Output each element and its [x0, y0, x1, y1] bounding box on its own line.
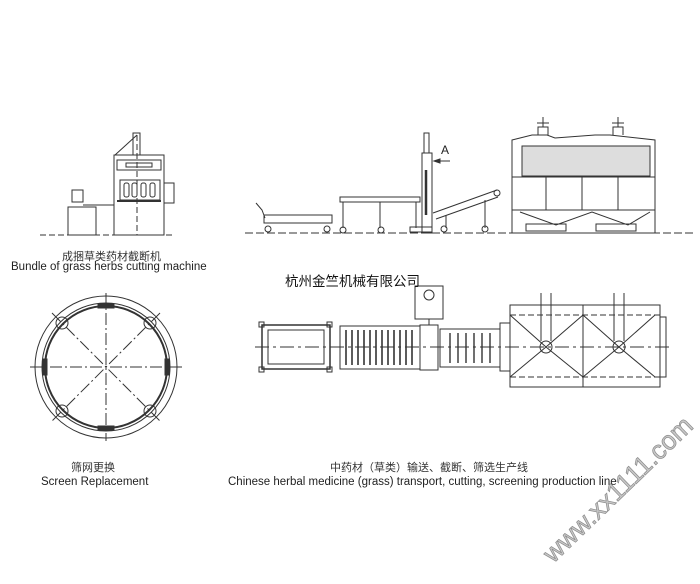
- production-line-elevation-drawing: [245, 117, 695, 234]
- bundle-cutting-machine-drawing: [40, 132, 175, 236]
- screen-title-en: Screen Replacement: [41, 476, 149, 488]
- bundle-machine-title-en: Bundle of grass herbs cutting machine: [11, 261, 207, 273]
- screen-replacement-drawing: [30, 293, 182, 441]
- view-marker-a: A: [441, 143, 450, 157]
- production-line-title-cn: 中药材（草类）输送、截断、筛选生产线: [330, 461, 528, 474]
- production-line-plan-drawing: [255, 285, 670, 388]
- bundle-machine-title-cn: 成捆草类药材截断机: [62, 250, 161, 263]
- production-line-title-en: Chinese herbal medicine (grass) transpor…: [228, 476, 617, 488]
- screen-title-cn: 筛网更换: [71, 461, 115, 474]
- company-name: 杭州金竺机械有限公司: [285, 274, 420, 290]
